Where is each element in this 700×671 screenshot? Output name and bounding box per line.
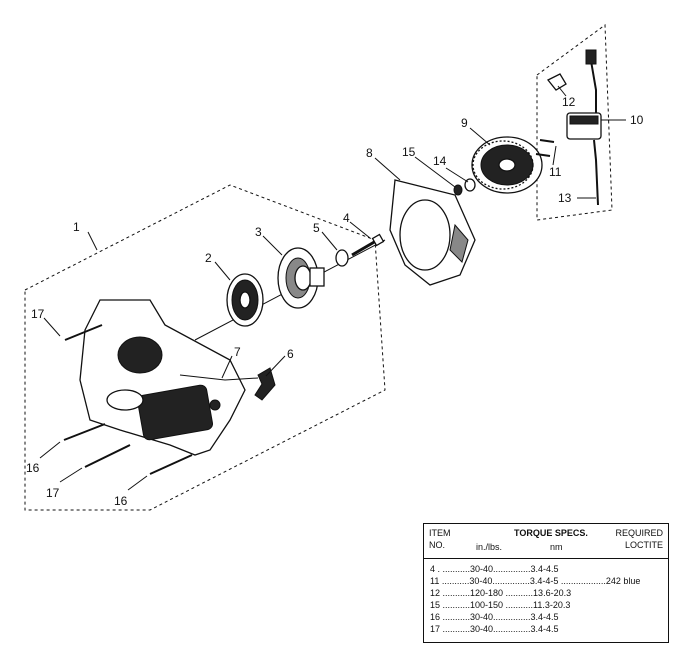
callout-16b: 16 — [114, 494, 128, 508]
rewind-spring — [226, 273, 264, 327]
callout-16a: 16 — [26, 461, 40, 475]
header-loctite: LOCTITE — [624, 540, 663, 550]
callout-9: 9 — [461, 116, 468, 130]
starter-housing — [79, 299, 246, 456]
group-boundary-starter-housing — [24, 184, 386, 511]
leader-4 — [349, 221, 371, 239]
callout-4: 4 — [343, 211, 350, 225]
leader-2 — [214, 261, 231, 281]
screw-17a — [64, 324, 103, 341]
header-item: ITEM — [429, 528, 451, 538]
table-row: 11 ...........30-40...............3.4-4-… — [430, 576, 641, 586]
pulley-washer — [335, 249, 349, 267]
spark-plug-boot — [546, 73, 567, 91]
leader-15 — [414, 156, 456, 188]
leader-6 — [265, 355, 286, 377]
ignition-lead — [593, 139, 599, 206]
table-row: 4 . ...........30-40...............3.4-4… — [430, 564, 559, 574]
callout-1: 1 — [73, 220, 80, 234]
callout-2: 2 — [205, 251, 212, 265]
callout-3: 3 — [255, 225, 262, 239]
callout-17b: 17 — [46, 486, 60, 500]
leader-17b — [59, 467, 83, 483]
header-no: NO. — [429, 540, 446, 550]
callout-6: 6 — [287, 347, 294, 361]
table-row: 16 ...........30-40...............3.4-4.… — [430, 612, 559, 622]
leader-9 — [469, 127, 491, 146]
screw-17b — [84, 444, 131, 468]
callout-11: 11 — [549, 165, 562, 179]
table-row: 15 ...........100-150 ...........11.3-20… — [430, 600, 571, 610]
header-divider — [424, 558, 668, 559]
callout-12: 12 — [562, 95, 576, 109]
leader-5 — [321, 231, 338, 251]
callout-8: 8 — [366, 146, 373, 160]
group-boundary-ignition — [536, 24, 613, 221]
callout-10: 10 — [630, 113, 644, 127]
leader-8 — [374, 157, 401, 181]
table-row: 17 ...........30-40...............3.4-4.… — [430, 624, 559, 634]
flywheel-nut — [453, 184, 463, 196]
ignition-screws — [535, 139, 555, 157]
header-unit-nm: nm — [550, 542, 563, 552]
callout-7: 7 — [234, 345, 241, 359]
starter-rope — [179, 374, 259, 381]
leader-7 — [221, 355, 233, 379]
header-title: TORQUE SPECS. — [514, 528, 588, 538]
leader-11 — [552, 145, 557, 166]
leader-14 — [445, 167, 469, 183]
ignition-module — [566, 49, 602, 140]
fan-housing — [389, 179, 476, 286]
leader-1 — [87, 231, 98, 251]
leader-17a — [43, 317, 61, 337]
starter-pulley — [277, 247, 325, 309]
header-unit-inlbs: in./lbs. — [476, 542, 503, 552]
starter-handle — [254, 367, 276, 401]
flywheel — [471, 136, 543, 194]
torque-specs-table: ITEM NO. TORQUE SPECS. in./lbs. nm REQUI… — [423, 523, 669, 643]
leader-12 — [557, 85, 567, 97]
leader-16a — [39, 441, 61, 459]
table-row: 12 ...........120-180 ...........13.6-20… — [430, 588, 572, 598]
callout-17a: 17 — [31, 307, 45, 321]
leader-16b — [127, 475, 148, 491]
screw-16a — [63, 423, 106, 441]
leader-3 — [262, 235, 283, 256]
pulley-screw — [351, 233, 385, 257]
screw-16b — [149, 454, 193, 475]
callout-14: 14 — [433, 154, 447, 168]
callout-5: 5 — [313, 221, 320, 235]
header-required: REQUIRED — [615, 528, 663, 538]
callout-13: 13 — [558, 191, 572, 205]
callout-15: 15 — [402, 145, 416, 159]
